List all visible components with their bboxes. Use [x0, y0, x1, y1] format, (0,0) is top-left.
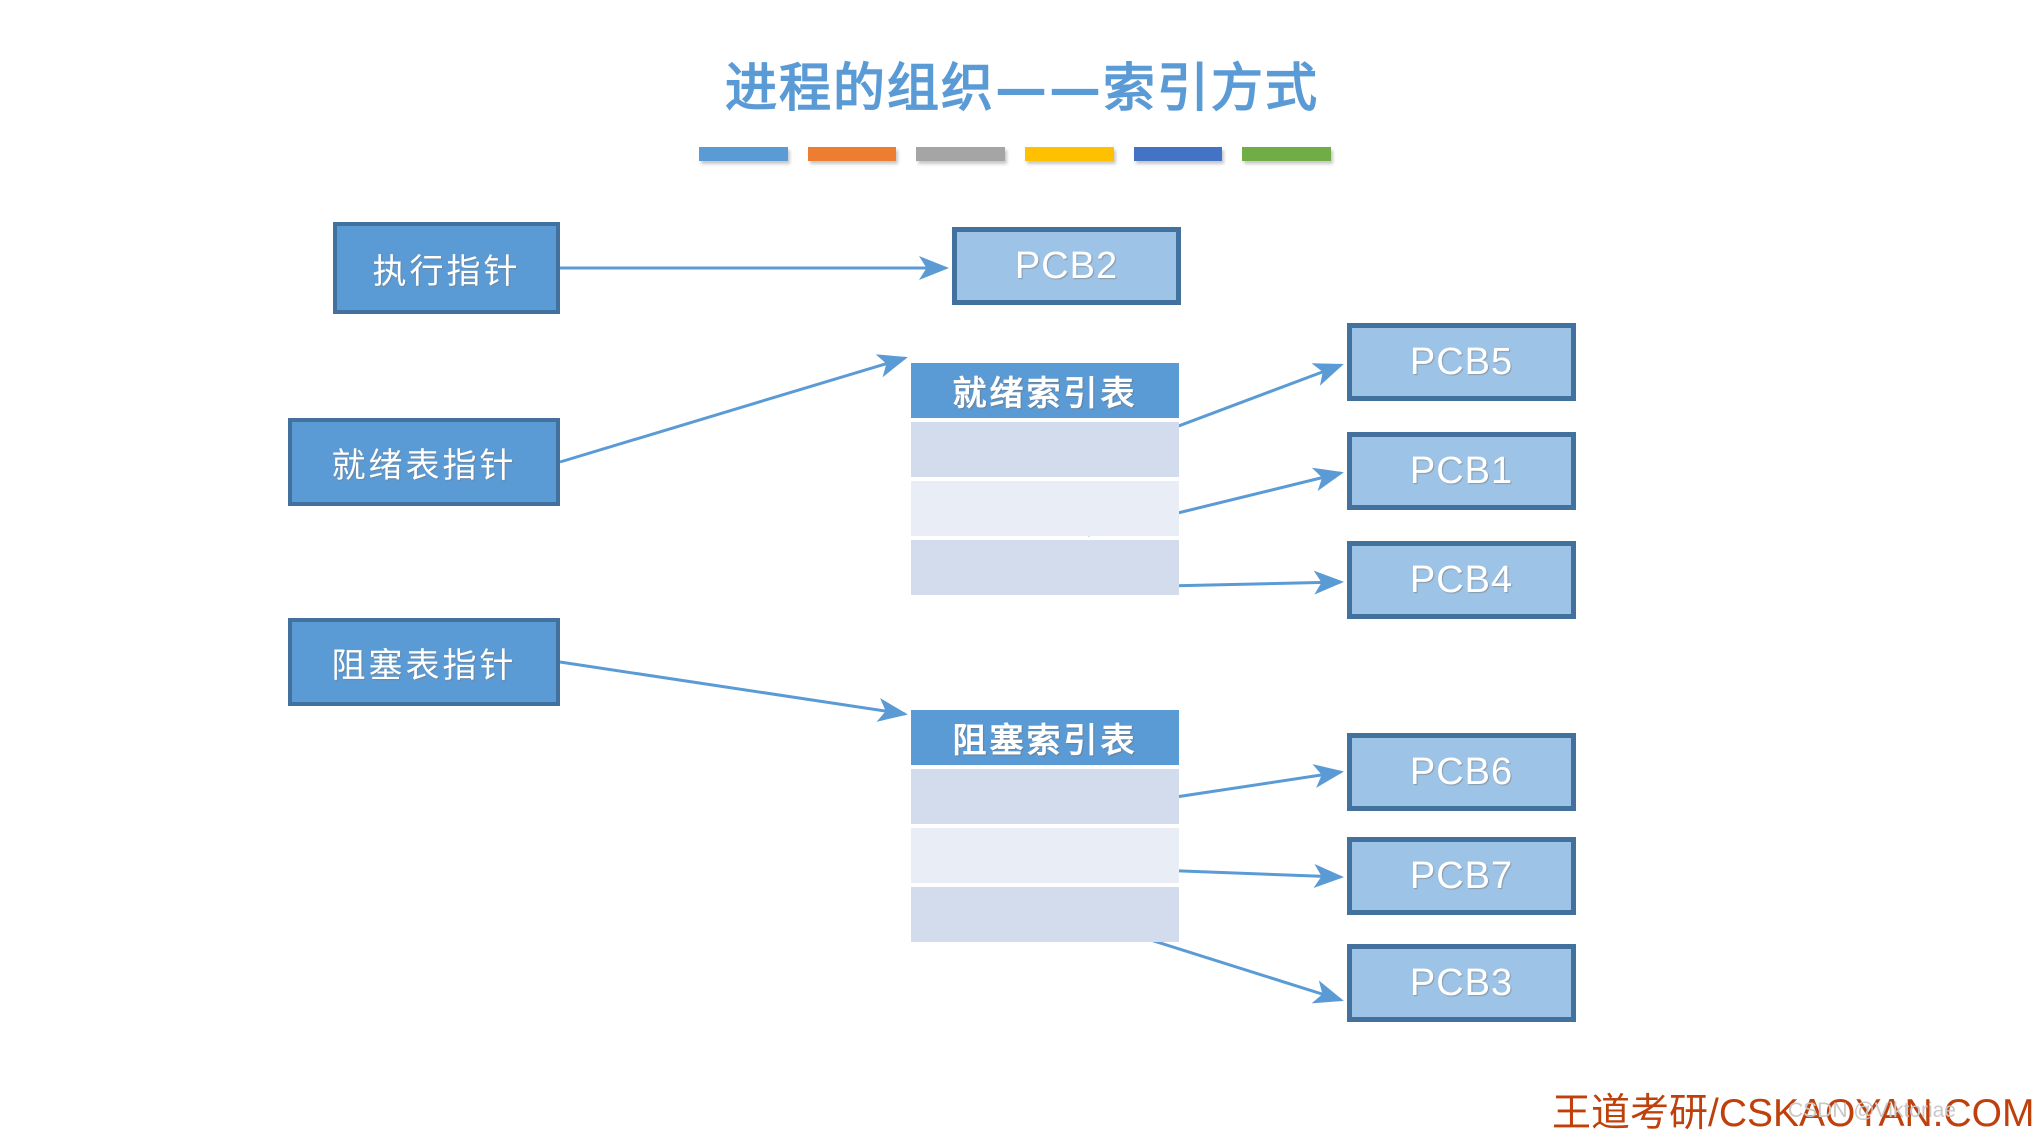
pcb5-box[interactable]: PCB5 — [1347, 323, 1576, 401]
blocked-index-table-row-3[interactable] — [911, 887, 1179, 942]
ready-index-table-row-3[interactable] — [911, 540, 1179, 595]
ready-index-table-row-1[interactable] — [911, 422, 1179, 477]
pcb6-label: PCB6 — [1409, 750, 1514, 793]
bar-orange-icon — [807, 147, 897, 161]
bar-blue-dark-icon — [1133, 147, 1223, 161]
exec-pointer-box[interactable]: 执行指针 — [333, 222, 560, 314]
bar-green-icon — [1242, 147, 1332, 161]
blocked-index-table[interactable]: 阻塞索引表 — [911, 710, 1179, 942]
ready-list-pointer-box[interactable]: 就绪表指针 — [288, 418, 560, 506]
title-decoration-bars — [699, 147, 1332, 163]
pcb5-label: PCB5 — [1409, 340, 1514, 383]
pcb3-label: PCB3 — [1409, 961, 1514, 1004]
blocked-index-table-row-1[interactable] — [911, 769, 1179, 824]
blocked-index-table-header: 阻塞索引表 — [911, 710, 1179, 765]
pcb4-box[interactable]: PCB4 — [1347, 541, 1576, 619]
pcb2-box[interactable]: PCB2 — [952, 227, 1181, 305]
pcb6-box[interactable]: PCB6 — [1347, 733, 1576, 811]
brand-text: 王道考研/CSKAOYAN.COM — [1552, 1092, 2035, 1135]
arrow-blocked-pointer-to-table — [559, 660, 908, 722]
pcb7-label: PCB7 — [1409, 854, 1514, 897]
bar-gray-icon — [916, 147, 1006, 161]
ready-list-pointer-label: 就绪表指针 — [331, 445, 517, 486]
csdn-watermark: CSDN @Viktoriae — [1788, 1099, 1956, 1122]
ready-index-table[interactable]: 就绪索引表 — [911, 363, 1179, 595]
pcb3-box[interactable]: PCB3 — [1347, 944, 1576, 1022]
ready-index-table-header: 就绪索引表 — [911, 363, 1179, 418]
pcb4-label: PCB4 — [1409, 558, 1514, 601]
blocked-index-table-row-2[interactable] — [911, 828, 1179, 883]
pcb1-box[interactable]: PCB1 — [1347, 432, 1576, 510]
page-title: 进程的组织——索引方式 — [724, 58, 1319, 119]
blocked-list-pointer-label: 阻塞表指针 — [331, 645, 517, 686]
blocked-list-pointer-box[interactable]: 阻塞表指针 — [288, 618, 560, 706]
bar-blue-light-icon — [699, 147, 788, 161]
exec-pointer-label: 执行指针 — [372, 251, 521, 292]
pcb2-label: PCB2 — [1014, 244, 1119, 287]
pcb7-box[interactable]: PCB7 — [1347, 837, 1576, 915]
pcb1-label: PCB1 — [1409, 449, 1514, 492]
arrow-ready-pointer-to-table — [559, 354, 908, 464]
ready-index-table-row-2[interactable] — [911, 481, 1179, 536]
bar-yellow-icon — [1025, 147, 1114, 161]
